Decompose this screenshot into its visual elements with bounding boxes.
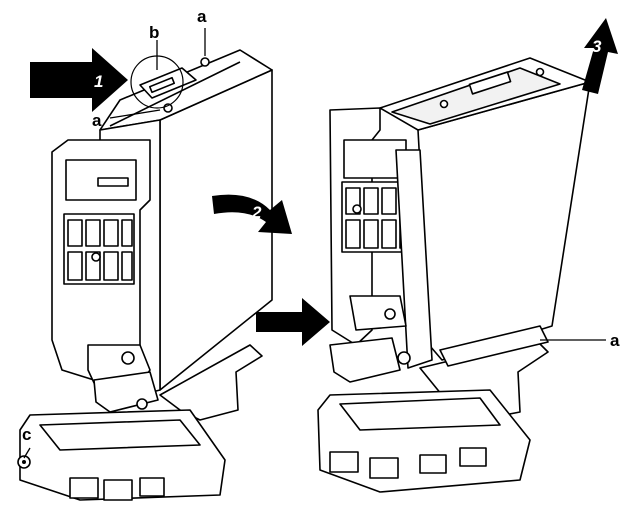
step-label-2: 2 bbox=[251, 203, 262, 222]
module-box-front bbox=[159, 69, 273, 391]
right-base-foot-1 bbox=[329, 451, 359, 473]
right-base-foot-2 bbox=[369, 457, 399, 479]
callout-c: c bbox=[22, 425, 31, 444]
top-clip-slot bbox=[148, 76, 176, 94]
base-foot-3 bbox=[139, 477, 165, 497]
right-assembly bbox=[317, 57, 591, 493]
bracket-slot bbox=[97, 177, 129, 187]
callout-leaders-left bbox=[23, 28, 206, 459]
pivot-screw bbox=[397, 351, 411, 365]
right-connector-housing bbox=[329, 337, 401, 383]
step-label-3: 3 bbox=[592, 37, 602, 56]
callout-a-right: a bbox=[610, 331, 620, 350]
right-lower-screw bbox=[384, 308, 396, 320]
connector-housing bbox=[93, 371, 159, 413]
connector-screw bbox=[136, 398, 148, 410]
right-base-foot-4 bbox=[459, 447, 487, 467]
callout-a-left: a bbox=[92, 111, 102, 130]
terminal-block bbox=[63, 213, 135, 285]
push-arrow-icon: 1 bbox=[30, 48, 128, 112]
lower-screw bbox=[121, 351, 135, 365]
callout-b: b bbox=[149, 23, 159, 42]
module-rail bbox=[439, 325, 549, 367]
step-label-1: 1 bbox=[94, 72, 103, 91]
left-assembly bbox=[17, 49, 273, 501]
lid-screw-1 bbox=[439, 99, 449, 109]
lid-screw-2 bbox=[535, 67, 545, 77]
base-rail-top bbox=[39, 419, 201, 451]
right-bracket-window bbox=[343, 139, 407, 179]
base-foot-1 bbox=[69, 477, 99, 499]
rotate-arrow-icon: 2 bbox=[212, 194, 292, 234]
tilted-module-front bbox=[417, 81, 591, 361]
right-base-rail-top bbox=[339, 397, 501, 431]
right-lower-mount bbox=[349, 295, 407, 331]
top-screw-a bbox=[200, 57, 210, 67]
lid-clip bbox=[468, 71, 512, 95]
right-arrow-icon bbox=[256, 298, 330, 346]
right-base-foot-3 bbox=[419, 454, 447, 474]
guide-rail bbox=[395, 149, 433, 369]
lift-arrow-icon: 3 bbox=[582, 18, 618, 94]
top-ridge bbox=[109, 61, 241, 127]
base-foot-2 bbox=[103, 479, 133, 501]
callout-a-top: a bbox=[197, 7, 207, 26]
